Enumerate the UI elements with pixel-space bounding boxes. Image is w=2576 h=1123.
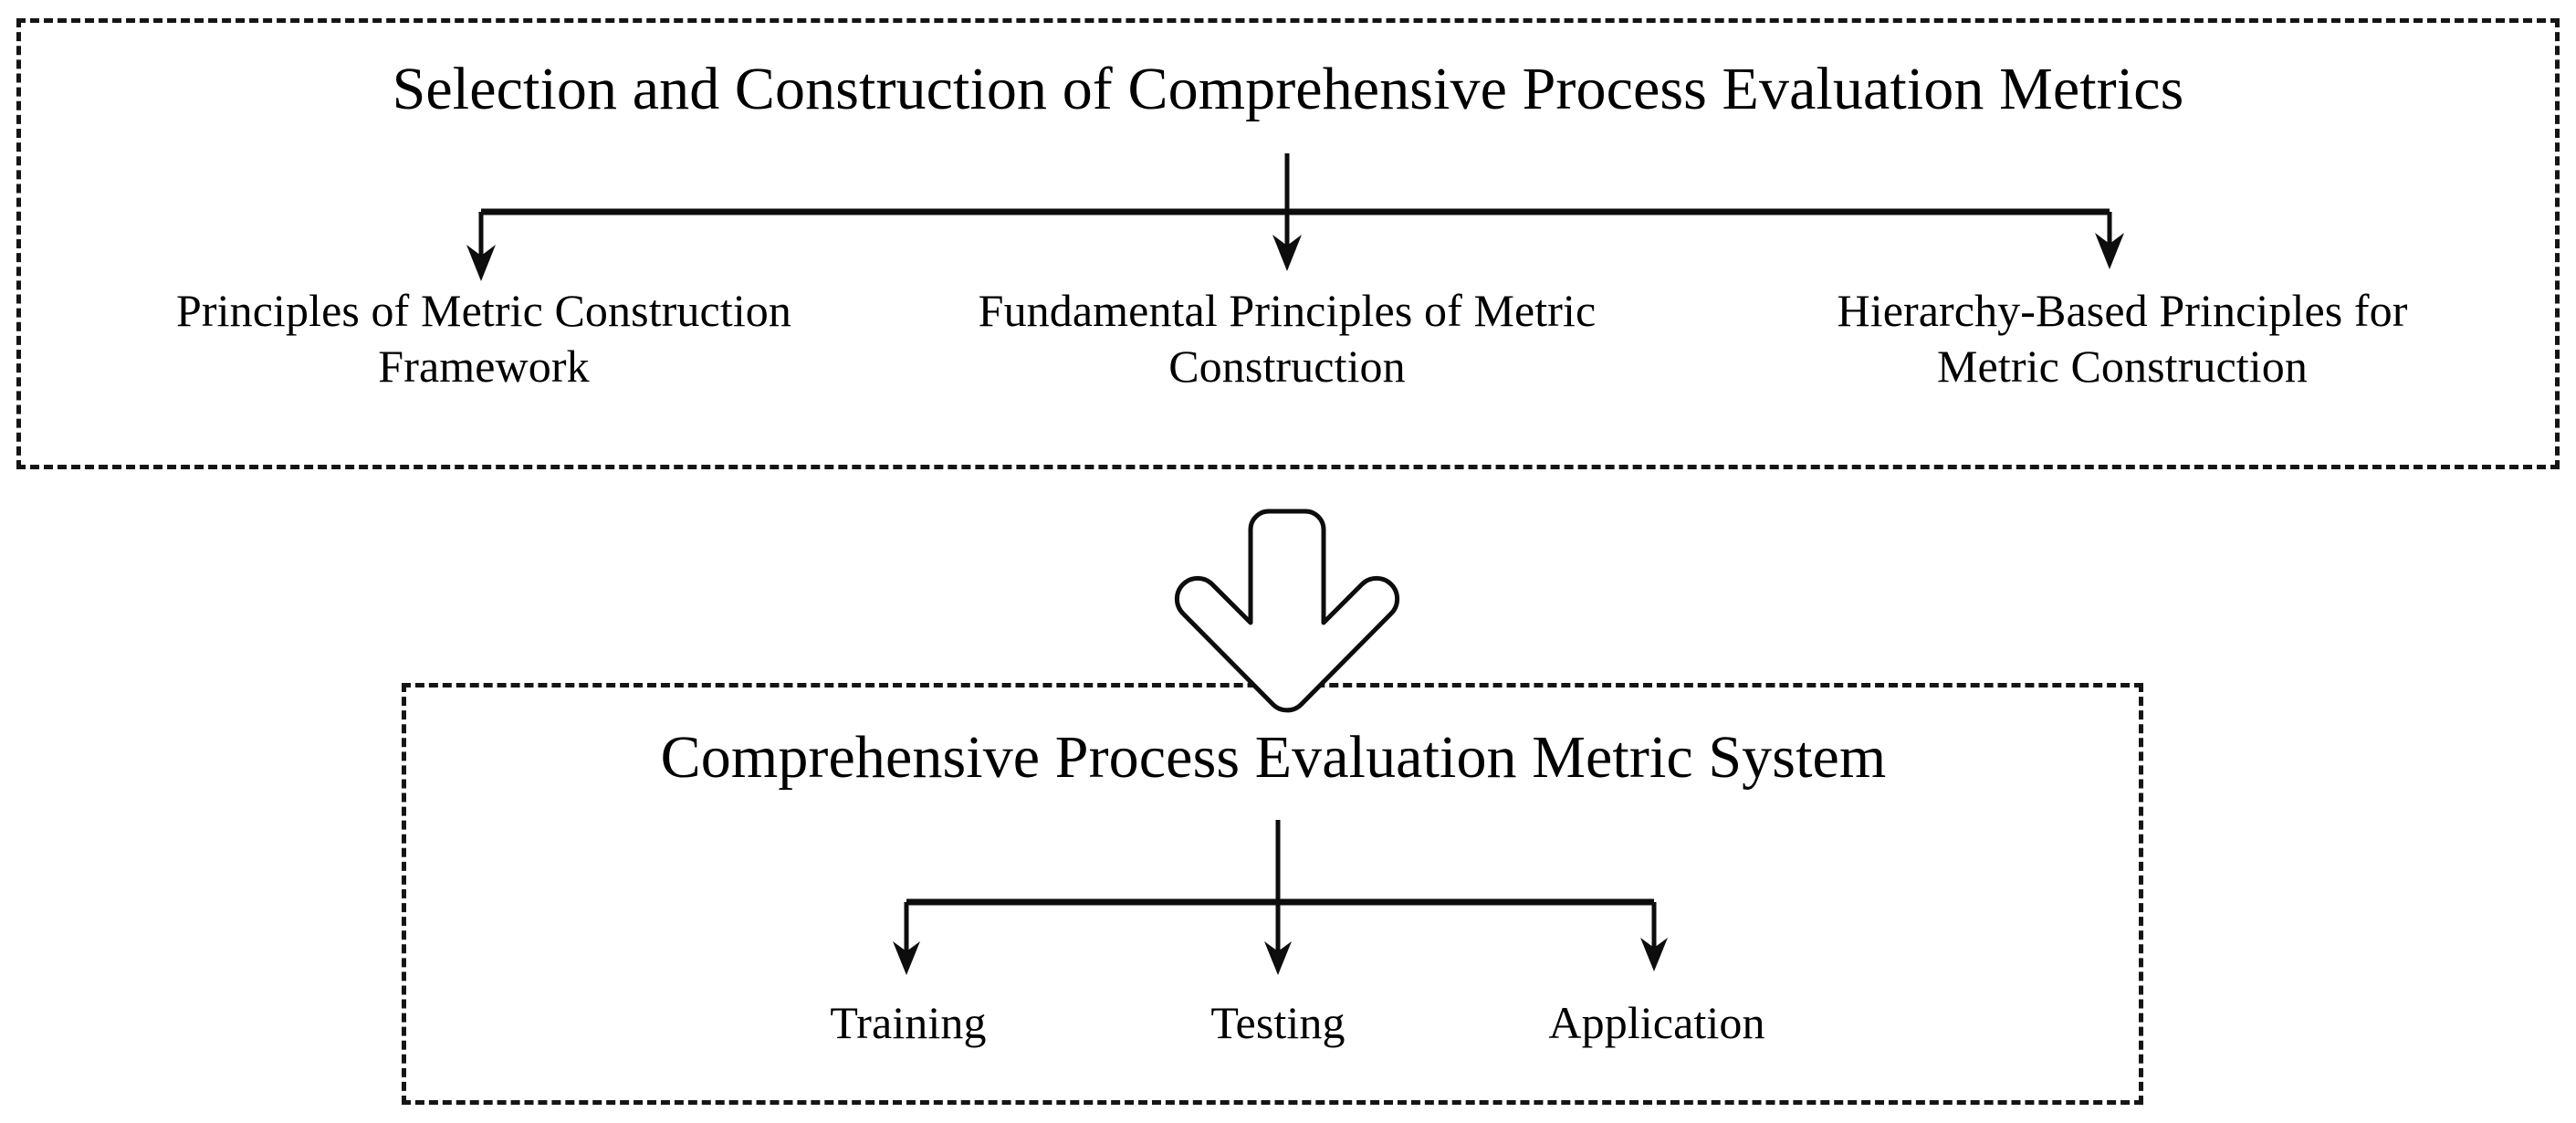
down-arrow-icon	[1174, 509, 1400, 713]
top-group-container	[16, 18, 2560, 469]
top-group-heading: Selection and Construction of Comprehens…	[392, 56, 2184, 122]
top-group-child-principles-framework: Principles of Metric Construction Framew…	[175, 285, 792, 392]
bottom-group-child-application: Application	[1548, 997, 1765, 1048]
top-group-child-hierarchy-based-principles: Hierarchy-Based Principles for Metric Co…	[1837, 285, 2408, 392]
top-group-child-fundamental-principles: Fundamental Principles of Metric Constru…	[978, 285, 1597, 392]
bottom-group-child-testing: Testing	[1210, 997, 1346, 1048]
bottom-group-heading: Comprehensive Process Evaluation Metric …	[660, 724, 1887, 791]
bottom-group-child-training: Training	[830, 997, 987, 1048]
